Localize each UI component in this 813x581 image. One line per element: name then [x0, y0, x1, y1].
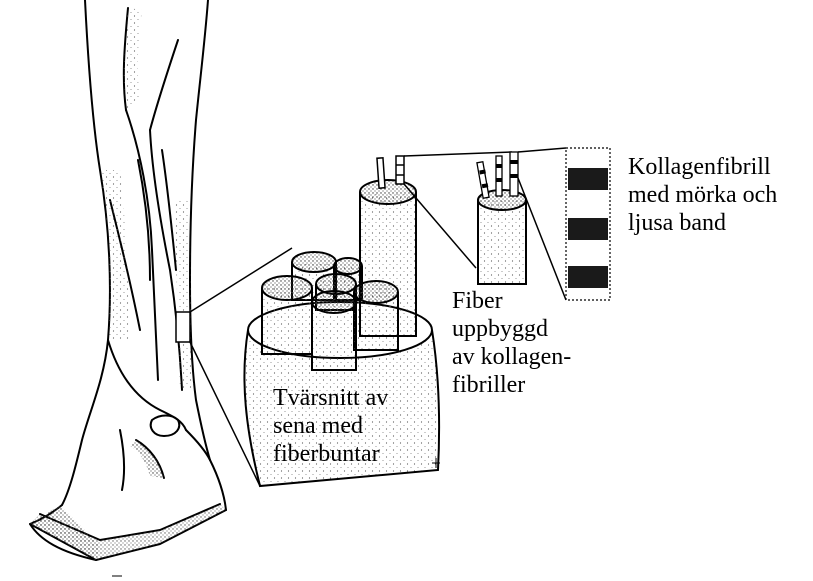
cross-section-label-line: fiberbuntar [273, 440, 388, 468]
cross-section-label-line: Tvärsnitt av [273, 384, 388, 412]
fibril-label: Kollagenfibrill med mörka och ljusa band [628, 153, 777, 237]
dark-band [568, 168, 608, 190]
fibril-label-line: Kollagenfibrill [628, 153, 777, 181]
cross-section-label-line: sena med [273, 412, 388, 440]
fibril-label-line: ljusa band [628, 209, 777, 237]
fiber-cylinder [477, 152, 526, 284]
dark-band [568, 266, 608, 288]
fiber-label-line: Fiber [452, 287, 571, 315]
fiber-label-line: uppbyggd [452, 315, 571, 343]
fibril-band-panel [566, 148, 610, 300]
leg-shading [30, 8, 226, 560]
fiber-label-line: fibriller [452, 371, 571, 399]
fiber-label-line: av kollagen- [452, 343, 571, 371]
fiber-label: Fiber uppbyggd av kollagen- fibriller [452, 287, 571, 399]
fibril-label-line: med mörka och [628, 181, 777, 209]
dark-band [568, 218, 608, 240]
cross-section-label: Tvärsnitt av sena med fiberbuntar [273, 384, 388, 468]
